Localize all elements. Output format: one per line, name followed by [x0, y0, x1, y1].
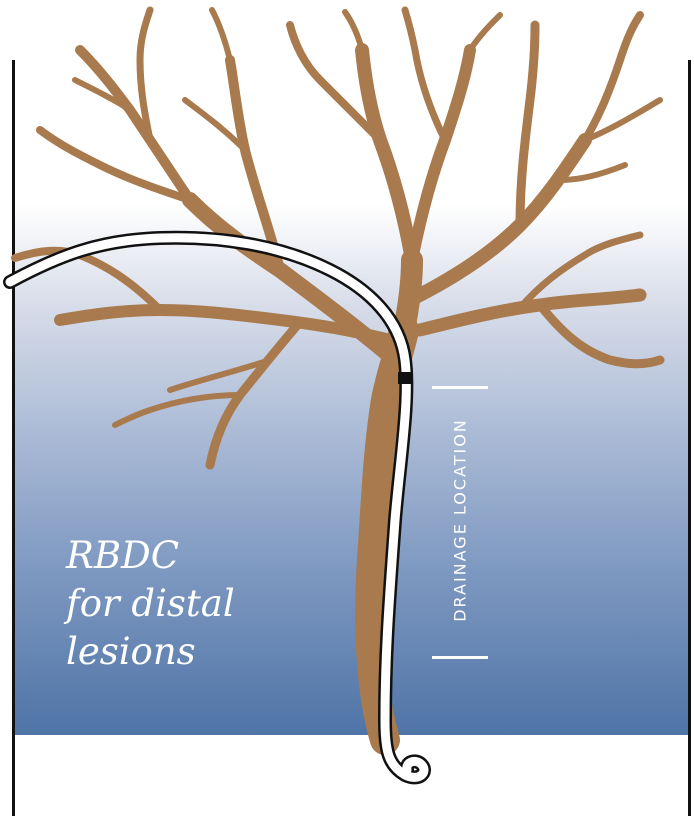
- label-bottom-tick: [432, 656, 488, 659]
- caption-line-1: RBDC: [66, 532, 286, 580]
- caption-line-2: for distal: [66, 580, 286, 628]
- catheter-marker: [398, 372, 412, 384]
- drainage-location-label: DRAINAGE LOCATION: [451, 418, 470, 622]
- caption-line-3: lesions: [66, 628, 286, 676]
- vertical-label-wrap: DRAINAGE LOCATION: [445, 380, 475, 660]
- caption: RBDC for distal lesions: [66, 532, 286, 676]
